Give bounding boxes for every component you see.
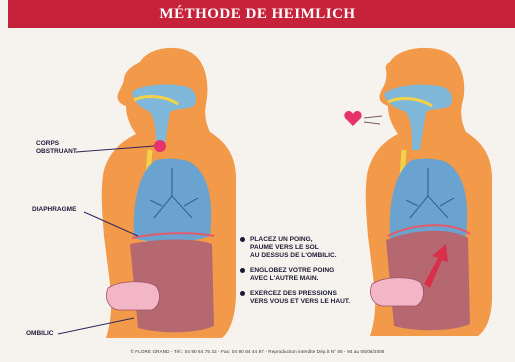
step-1-line-1: PLACEZ UN POING, (250, 236, 390, 244)
label-object-line2: OBSTRUANT (36, 148, 77, 156)
label-diaphragm: DIAPHRAGME (32, 206, 76, 214)
bullet-icon (240, 268, 245, 273)
instructions-list: PLACEZ UN POING, PAUME VERS LE SOL AU DE… (240, 236, 390, 313)
instruction-step: EXERCEZ DES PRESSIONS VERS VOUS ET VERS … (240, 290, 390, 306)
footer-credit: © FLORE GRAND - Tél.: 04 90 84 75 32 - F… (0, 349, 515, 354)
step-1-line-3: AU DESSUS DE L'OMBILIC. (250, 252, 390, 260)
step-3-line-2: VERS VOUS ET VERS LE HAUT. (250, 298, 390, 306)
left-hands (106, 282, 159, 310)
instruction-step: ENGLOBEZ VOTRE POING AVEC L'AUTRE MAIN. (240, 267, 390, 283)
label-object-line1: CORPS (36, 140, 77, 148)
left-figure (58, 48, 236, 338)
step-2-line-1: ENGLOBEZ VOTRE POING (250, 267, 390, 275)
label-navel: OMBILIC (26, 330, 53, 338)
step-3-line-1: EXERCEZ DES PRESSIONS (250, 290, 390, 298)
step-2-line-2: AVEC L'AUTRE MAIN. (250, 275, 390, 283)
step-1-line-2: PAUME VERS LE SOL (250, 244, 390, 252)
expelled-object (344, 111, 361, 126)
left-obstruction (154, 140, 166, 152)
bullet-icon (240, 291, 245, 296)
bullet-icon (240, 237, 245, 242)
label-obstructing-object: CORPS OBSTRUANT (36, 140, 77, 156)
instruction-step: PLACEZ UN POING, PAUME VERS LE SOL AU DE… (240, 236, 390, 260)
expulsion-motion (364, 116, 382, 124)
